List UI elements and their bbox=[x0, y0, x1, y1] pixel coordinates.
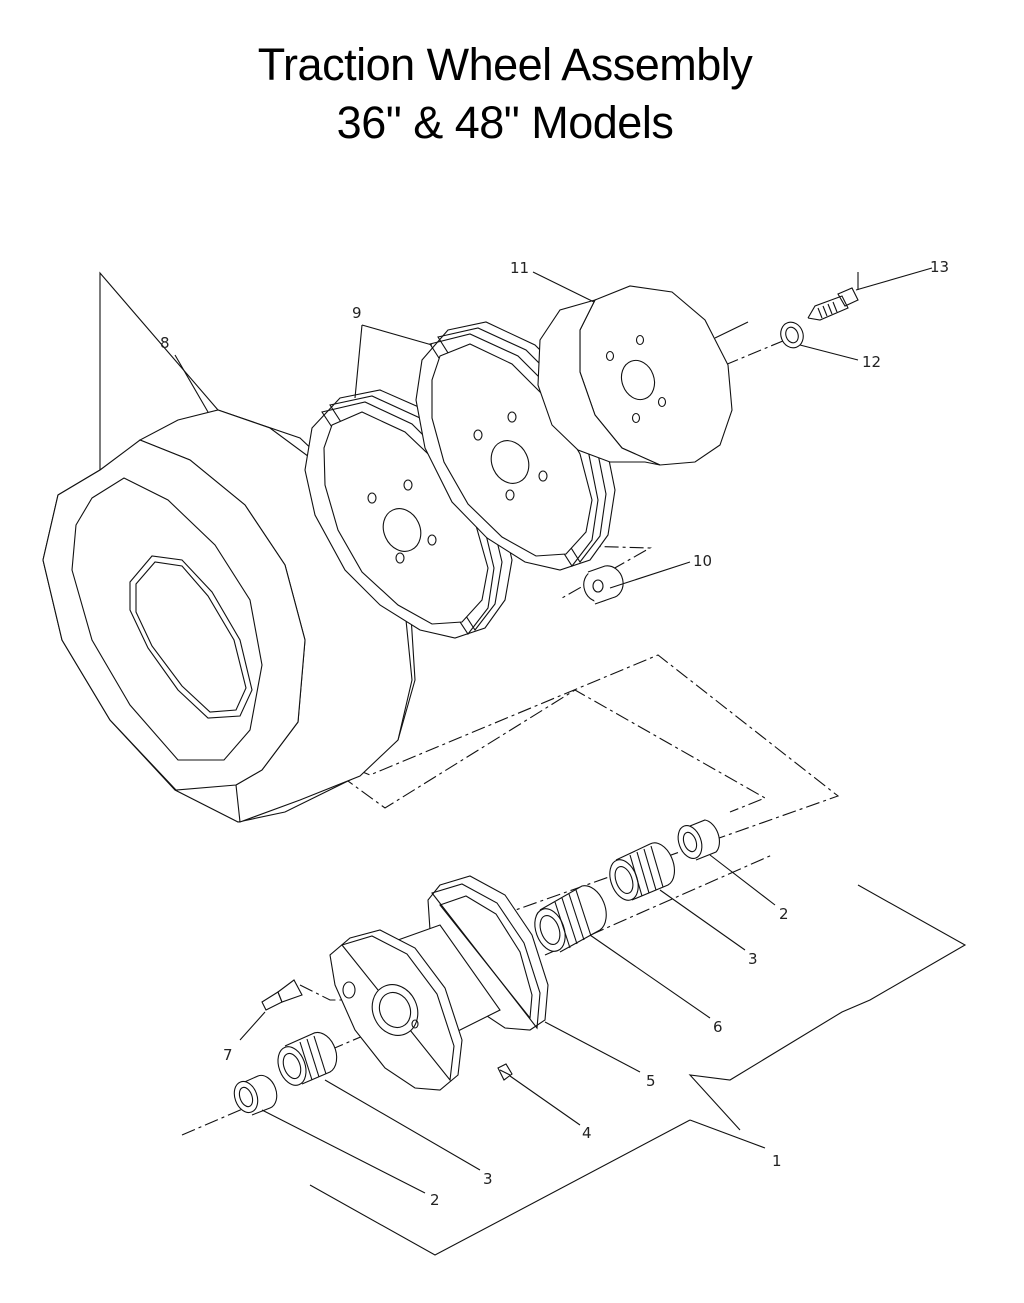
diagram-title-line-1: Traction Wheel Assembly bbox=[257, 39, 753, 90]
callout-12: 12 bbox=[862, 353, 881, 371]
callout-10: 10 bbox=[693, 552, 712, 570]
assembly-group-bracket bbox=[309, 884, 967, 1256]
diagram-title-line-2: 36" & 48" Models bbox=[336, 97, 674, 148]
washer bbox=[780, 321, 804, 349]
seal-lower bbox=[233, 1074, 278, 1116]
callout-13: 13 bbox=[930, 258, 949, 276]
callout-4: 4 bbox=[582, 1124, 592, 1142]
callout-9: 9 bbox=[352, 304, 362, 322]
callout-1: 1 bbox=[772, 1152, 782, 1170]
callout-2-upper: 2 bbox=[779, 905, 789, 923]
callout-9-leaders bbox=[354, 324, 433, 399]
hub-assembly bbox=[329, 875, 549, 1091]
hub-disc bbox=[537, 285, 749, 466]
bolt bbox=[807, 287, 859, 321]
leader-lines bbox=[174, 267, 933, 1194]
callout-3-lower: 3 bbox=[483, 1170, 493, 1188]
callout-11: 11 bbox=[510, 259, 529, 277]
bearing-large bbox=[534, 885, 607, 953]
needle-bearing-upper bbox=[609, 842, 675, 901]
spacer bbox=[583, 565, 624, 605]
seal-upper bbox=[677, 819, 720, 861]
callout-2-lower: 2 bbox=[430, 1191, 440, 1209]
valve-stem bbox=[261, 979, 303, 1011]
needle-bearing-lower bbox=[277, 1031, 338, 1086]
callout-5: 5 bbox=[646, 1072, 656, 1090]
callout-8: 8 bbox=[160, 334, 170, 352]
callout-7: 7 bbox=[223, 1046, 233, 1064]
grease-fitting bbox=[497, 1063, 513, 1081]
callout-3-upper: 3 bbox=[748, 950, 758, 968]
callout-6: 6 bbox=[713, 1018, 723, 1036]
